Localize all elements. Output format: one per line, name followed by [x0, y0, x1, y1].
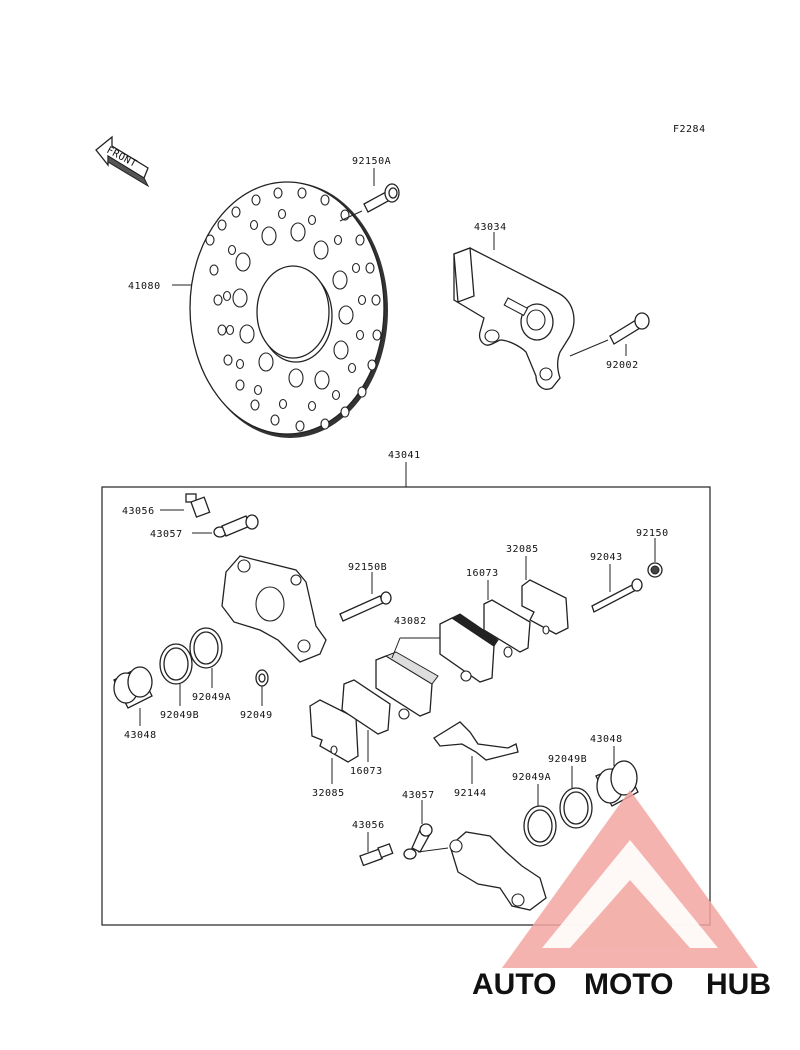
pad-spring-top — [521, 579, 569, 635]
brake-pad-right — [439, 613, 499, 683]
watermark-text-hub: HUB — [706, 968, 771, 1001]
label-43048-right: 43048 — [590, 734, 623, 745]
anti-rattle-spring — [433, 721, 519, 761]
bolt-92150a — [363, 183, 400, 213]
pin-cap-92150 — [647, 562, 663, 578]
label-92144: 92144 — [454, 788, 487, 799]
label-92049b-right: 92049B — [548, 754, 587, 765]
shim-left — [341, 679, 391, 735]
label-92150b: 92150B — [348, 562, 387, 573]
dust-seal-right — [559, 787, 593, 829]
pin-92043 — [591, 578, 643, 613]
watermark-text-moto: MOTO — [584, 968, 673, 1001]
front-arrow-icon: FRONT — [95, 135, 150, 188]
small-seal — [255, 669, 269, 687]
bleeder-valve-bottom — [359, 843, 394, 867]
brake-pad-left — [375, 651, 439, 720]
label-92043: 92043 — [590, 552, 623, 563]
bleeder-cap-bottom — [403, 823, 449, 860]
bleeder-cap-top — [213, 514, 259, 538]
label-32085-top: 32085 — [506, 544, 539, 555]
label-32085-left: 32085 — [312, 788, 345, 799]
label-92049a-right: 92049A — [512, 772, 551, 783]
label-92049a-left: 92049A — [192, 692, 231, 703]
label-43048-left: 43048 — [124, 730, 157, 741]
label-92150: 92150 — [636, 528, 669, 539]
caliper-assembly-frame — [101, 486, 711, 926]
label-16073-left: 16073 — [350, 766, 383, 777]
caliper-bracket — [453, 247, 575, 390]
label-43057-bottom: 43057 — [402, 790, 435, 801]
pad-spring-left — [309, 699, 359, 763]
label-92002: 92002 — [606, 360, 639, 371]
label-92049b-left: 92049B — [160, 710, 199, 721]
label-41080: 41080 — [128, 281, 161, 292]
brake-disc — [189, 181, 388, 438]
shim-top — [483, 599, 531, 658]
label-43034: 43034 — [474, 222, 507, 233]
watermark-text-auto: AUTO — [472, 968, 556, 1001]
label-92150a: 92150A — [352, 156, 391, 167]
piston-seal-left — [189, 627, 223, 669]
bolt-92002 — [609, 312, 650, 345]
dust-seal-left — [159, 643, 193, 685]
label-43056-bottom: 43056 — [352, 820, 385, 831]
watermark-logo: AUTO MOTO HUB — [472, 790, 771, 1001]
bleeder-valve-top — [185, 493, 211, 518]
figure-code: F2284 — [673, 124, 706, 135]
label-16073-top: 16073 — [466, 568, 499, 579]
label-43056-top: 43056 — [122, 506, 155, 517]
pin-bolt-92150b — [339, 591, 392, 622]
label-43082: 43082 — [394, 616, 427, 627]
caliper-body-right — [449, 831, 547, 911]
label-43057-top: 43057 — [150, 529, 183, 540]
piston-seal-right — [523, 805, 557, 847]
piston-left — [113, 666, 153, 709]
label-43041: 43041 — [388, 450, 421, 461]
label-92049: 92049 — [240, 710, 273, 721]
caliper-body-left — [221, 555, 327, 663]
